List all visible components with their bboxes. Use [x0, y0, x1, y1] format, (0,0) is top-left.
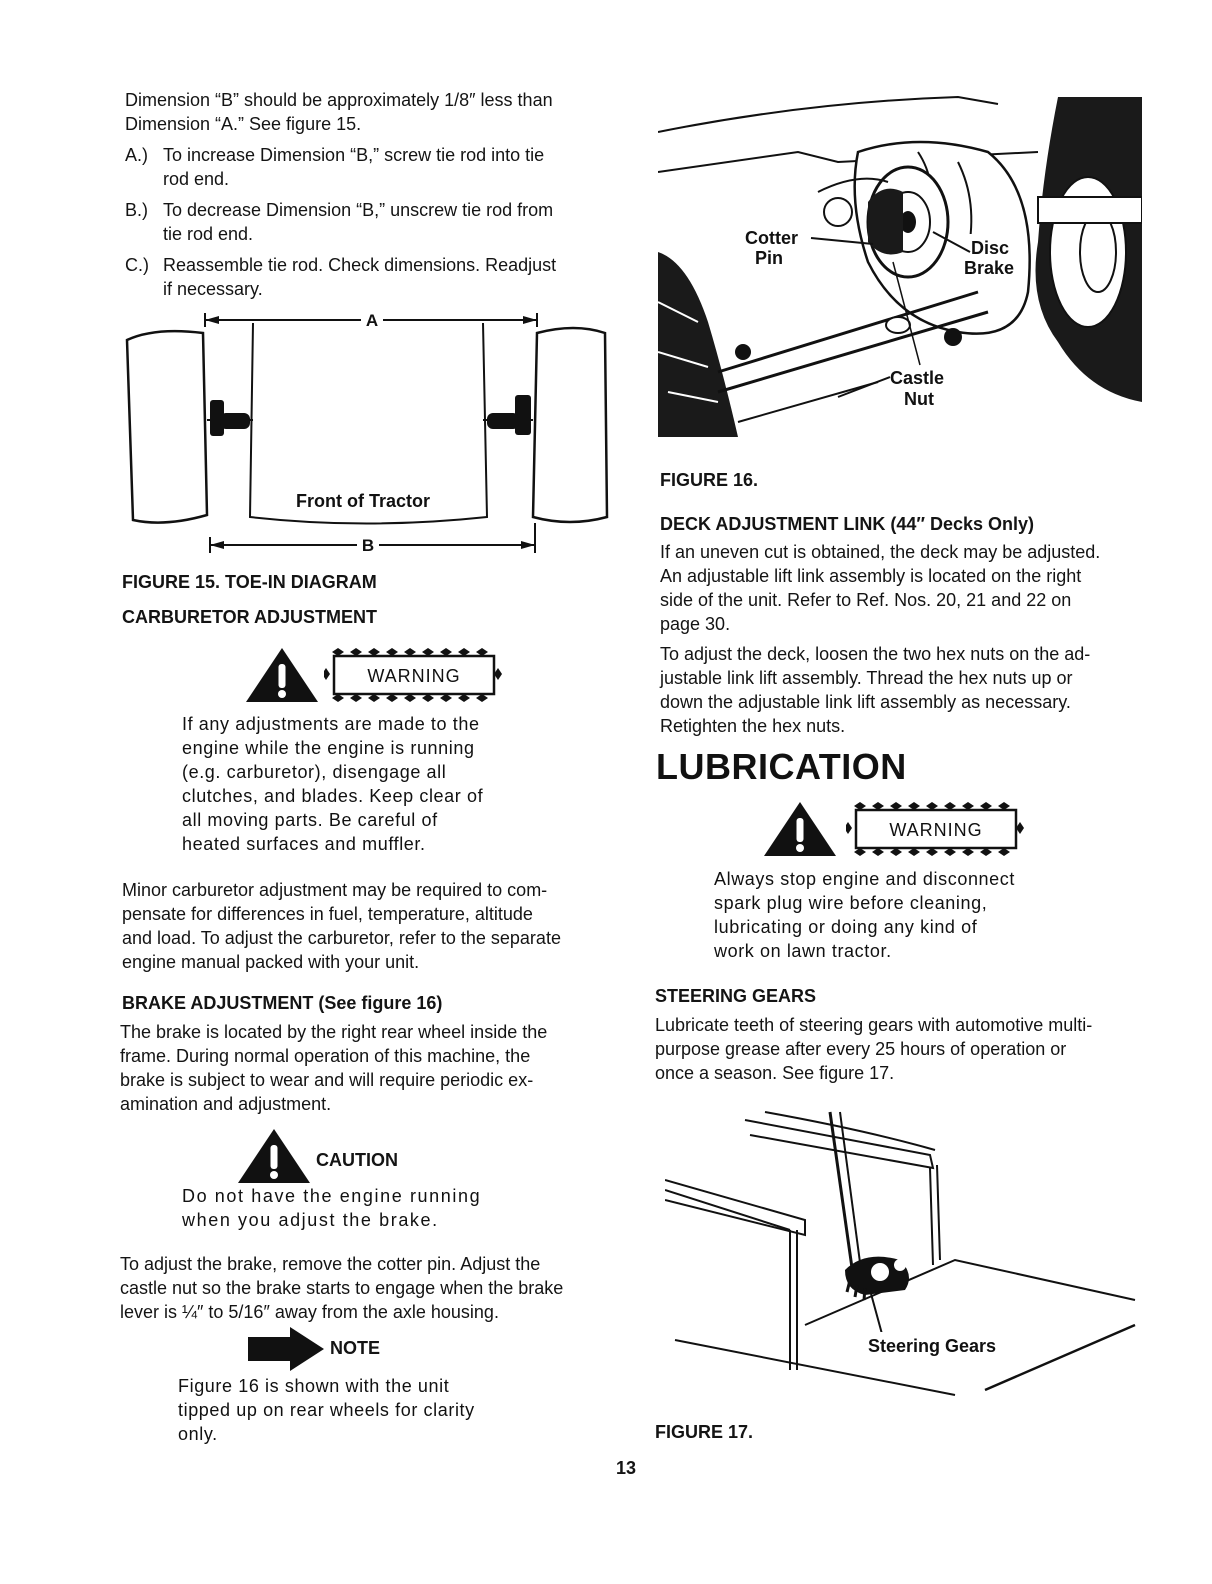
castle-nut-label: Castle — [890, 368, 944, 388]
figure-17-steering-illustration: Steering Gears — [665, 1111, 1136, 1396]
disc-brake-label-line2: Brake — [964, 258, 1014, 278]
warning-triangle-icon — [246, 648, 318, 702]
deck-adjustment-heading: DECK ADJUSTMENT LINK (44″ Decks Only) — [660, 514, 1035, 534]
deck-paragraph-2: To adjust the deck, loosen the two hex n… — [660, 644, 1091, 736]
steering-gears-heading: STEERING GEARS — [655, 986, 817, 1006]
warning-label: WARNING — [889, 820, 983, 840]
brake-adjust-text: To adjust the brake, remove the cotter p… — [120, 1254, 564, 1322]
figure-17-caption: FIGURE 17. — [655, 1422, 754, 1442]
lubrication-warning-text: Always stop engine and disconnect spark … — [714, 869, 1015, 961]
dimension-a-label: A — [366, 311, 378, 330]
caution-label: CAUTION — [316, 1150, 398, 1170]
step-c: C.) Reassemble tie rod. Check dimensions… — [125, 255, 557, 299]
castle-nut-label-line2: Nut — [904, 389, 934, 409]
warning-banner-frame — [324, 648, 502, 702]
figure-15-toe-in-diagram: A B Front of Tractor — [125, 310, 609, 555]
steering-gears-label: Steering Gears — [868, 1336, 996, 1356]
figure-16-caption: FIGURE 16. — [660, 470, 759, 490]
warning-triangle-icon — [764, 802, 836, 856]
disc-brake-label: Disc — [971, 238, 1009, 258]
figure-15-caption: FIGURE 15. TOE-IN DIAGRAM — [122, 572, 377, 592]
brake-body: The brake is located by the right rear w… — [120, 1022, 548, 1114]
carburetor-warning-badge: WARNING — [244, 646, 506, 704]
lubrication-heading: LUBRICATION — [656, 746, 907, 787]
intro-paragraph: Dimension “B” should be approximately 1/… — [125, 90, 553, 134]
dimension-b-label: B — [362, 536, 374, 555]
note-arrow-icon — [248, 1327, 324, 1371]
figure-16-brake-illustration: Cotter Pin Disc Brake Castle Nut — [658, 95, 1142, 437]
lubrication-warning-badge: WARNING — [762, 800, 1024, 858]
caution-triangle-icon — [238, 1129, 310, 1183]
carburetor-body: Minor carburetor adjustment may be requi… — [122, 880, 561, 972]
note-text: Figure 16 is shown with the unit tipped … — [178, 1376, 475, 1444]
cotter-pin-label-line2: Pin — [755, 248, 783, 268]
cotter-pin-label: Cotter — [745, 228, 798, 248]
caution-text: Do not have the engine running when you … — [182, 1186, 482, 1230]
warning-label: WARNING — [367, 666, 461, 686]
warning-banner-frame — [846, 802, 1024, 856]
page-number: 13 — [616, 1458, 637, 1478]
carburetor-warning-text: If any adjustments are made to the engin… — [182, 714, 484, 854]
step-a: A.) To increase Dimension “B,” screw tie… — [125, 145, 545, 189]
carburetor-heading: CARBURETOR ADJUSTMENT — [122, 607, 378, 627]
brake-heading: BRAKE ADJUSTMENT (See figure 16) — [122, 993, 443, 1013]
step-b: B.) To decrease Dimension “B,” unscrew t… — [125, 200, 554, 244]
steering-gears-body: Lubricate teeth of steering gears with a… — [655, 1015, 1093, 1083]
note-label: NOTE — [330, 1338, 381, 1358]
deck-paragraph-1: If an uneven cut is obtained, the deck m… — [660, 542, 1101, 634]
front-of-tractor-label: Front of Tractor — [296, 491, 430, 511]
